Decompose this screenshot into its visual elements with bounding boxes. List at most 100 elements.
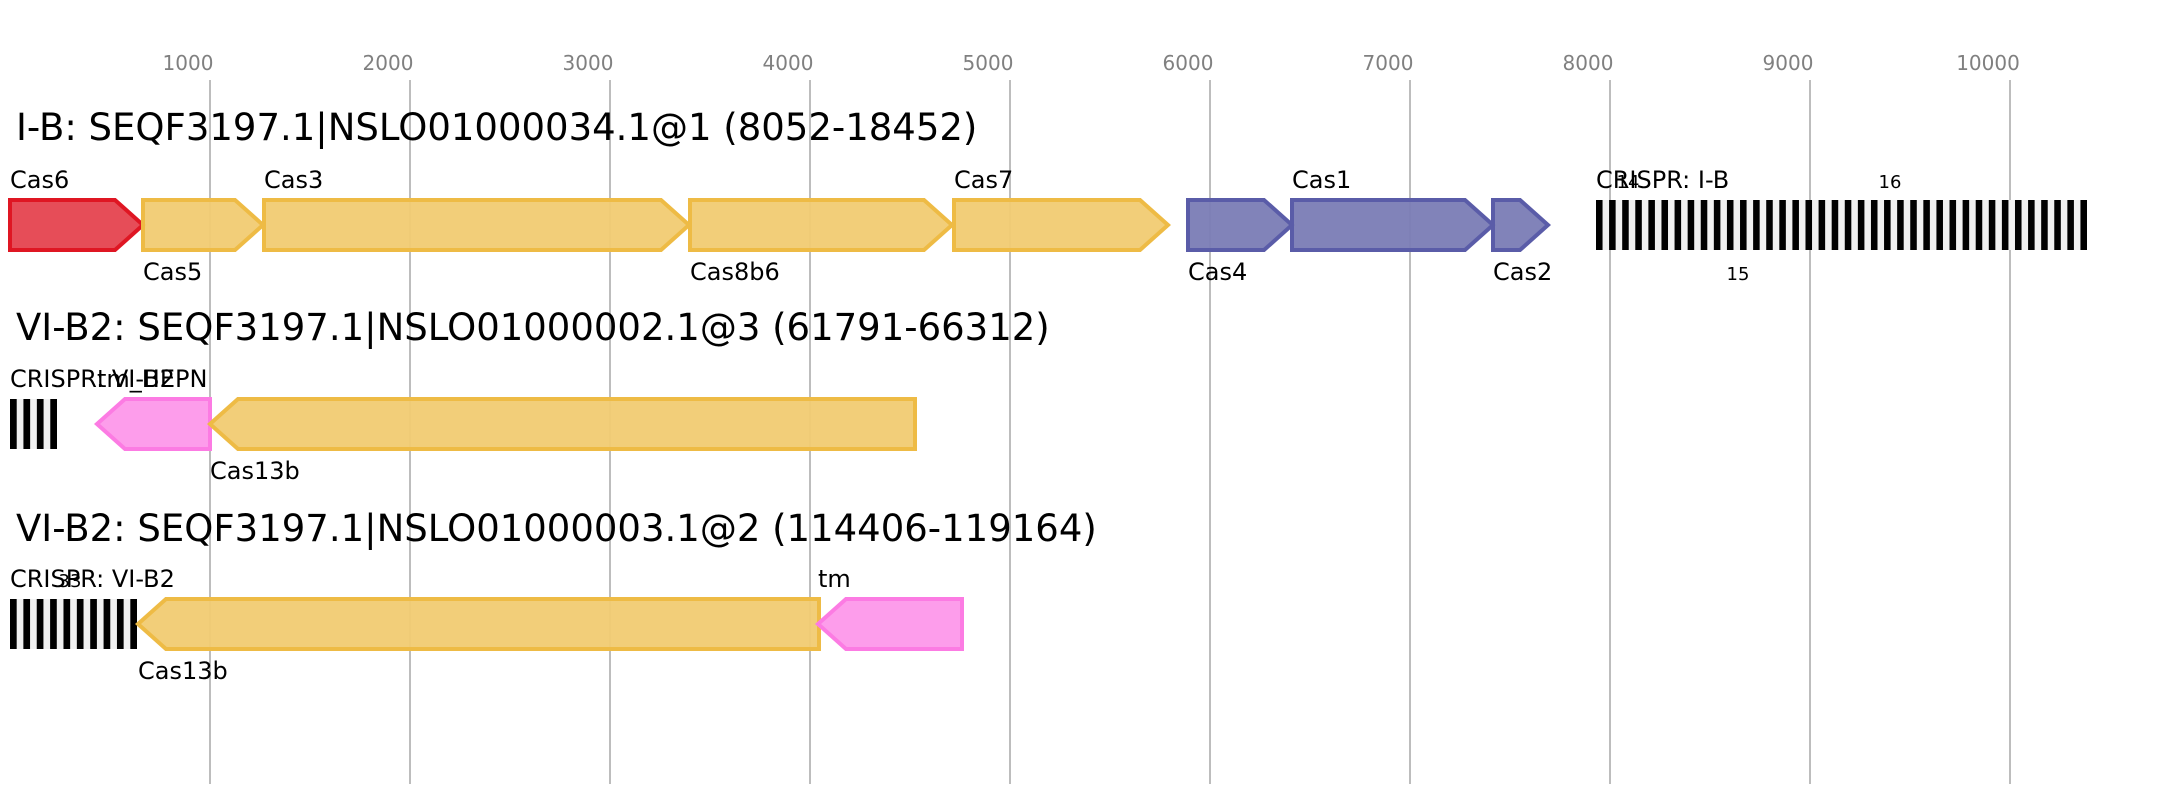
crispr-repeat bbox=[1700, 200, 1708, 250]
gene-arrow-cas4[interactable] bbox=[1186, 198, 1296, 252]
crispr-repeat bbox=[2041, 200, 2048, 250]
crispr-repeat bbox=[36, 599, 44, 649]
crispr-spacer-background bbox=[10, 599, 137, 649]
crispr-repeat bbox=[116, 599, 124, 649]
locus-title: VI-B2: SEQF3197.1|NSLO01000003.1@2 (1144… bbox=[16, 507, 1097, 550]
gene-arrow-cas13b[interactable] bbox=[206, 397, 917, 451]
locus-title: VI-B2: SEQF3197.1|NSLO01000002.1@3 (6179… bbox=[16, 306, 1050, 349]
crispr-repeat bbox=[10, 399, 17, 449]
crispr-spacer-background bbox=[1596, 200, 2087, 250]
tick-label: 7000 bbox=[1363, 51, 1414, 75]
crispr-repeat bbox=[1596, 200, 1603, 250]
crispr-repeat bbox=[23, 399, 31, 449]
crispr-repeat bbox=[1962, 200, 1970, 250]
gene-arrow-cas8b6[interactable] bbox=[688, 198, 956, 252]
locus-track: VI-B2: SEQF3197.1|NSLO01000002.1@3 (6179… bbox=[10, 306, 1050, 485]
gene-arrow-tm[interactable] bbox=[814, 597, 964, 651]
gene-label: Cas6 bbox=[10, 166, 69, 194]
tick-label: 5000 bbox=[963, 51, 1014, 75]
gene-label: tm bbox=[818, 565, 851, 593]
tick-label: 2000 bbox=[363, 51, 414, 75]
gene-label: Cas5 bbox=[143, 258, 202, 286]
tick-label: 4000 bbox=[763, 51, 814, 75]
crispr-repeat bbox=[1779, 200, 1786, 250]
gene-label: Cas7 bbox=[954, 166, 1013, 194]
crispr-repeat bbox=[63, 599, 71, 649]
crispr-repeat bbox=[76, 599, 84, 649]
crispr-repeat bbox=[1674, 200, 1682, 250]
crispr-repeat bbox=[1622, 200, 1629, 250]
crispr-repeat bbox=[23, 599, 31, 649]
crispr-repeat bbox=[1831, 200, 1839, 250]
crispr-label: CRISPR: I-B bbox=[1596, 166, 1729, 194]
spacer-count-label: 14 bbox=[1617, 172, 1640, 193]
crispr-repeat bbox=[1609, 200, 1616, 250]
crispr-repeat bbox=[1805, 200, 1813, 250]
gene-label: Cas1 bbox=[1292, 166, 1351, 194]
crispr-repeat bbox=[103, 599, 111, 649]
crispr-repeat bbox=[130, 599, 137, 649]
crispr-repeat bbox=[2001, 200, 2009, 250]
crispr-repeat bbox=[36, 399, 44, 449]
crispr-repeat bbox=[1897, 200, 1904, 250]
crispr-repeat bbox=[2054, 200, 2061, 250]
crispr-repeat bbox=[1975, 200, 1983, 250]
crispr-array[interactable] bbox=[1596, 200, 2087, 250]
gene-label: Cas2 bbox=[1493, 258, 1552, 286]
crispr-repeat bbox=[1687, 200, 1695, 250]
crispr-repeat bbox=[1988, 200, 1996, 250]
locus-track: I-B: SEQF3197.1|NSLO01000034.1@1 (8052-1… bbox=[8, 106, 2087, 286]
crispr-repeat bbox=[1910, 200, 1917, 250]
crispr-repeat bbox=[2080, 200, 2087, 250]
crispr-array[interactable] bbox=[10, 599, 137, 649]
locus-track: VI-B2: SEQF3197.1|NSLO01000003.1@2 (1144… bbox=[10, 507, 1097, 685]
tick-label: 3000 bbox=[563, 51, 614, 75]
crispr-repeat bbox=[1844, 200, 1852, 250]
crispr-repeat bbox=[2028, 200, 2035, 250]
tick-label: 10000 bbox=[1956, 51, 2020, 75]
crispr-repeat bbox=[1648, 200, 1655, 250]
gene-arrow-cas2[interactable] bbox=[1491, 198, 1552, 252]
crispr-repeat bbox=[1949, 200, 1957, 250]
gene-arrow-cas13b[interactable] bbox=[134, 597, 821, 651]
spacer-count-label: 33 bbox=[59, 571, 82, 592]
gene-label: Cas8b6 bbox=[690, 258, 780, 286]
crispr-label: CRISPR: VI-B2 bbox=[10, 365, 175, 393]
gene-label: Cas13b bbox=[138, 657, 228, 685]
crispr-repeat bbox=[1870, 200, 1878, 250]
crispr-repeat bbox=[1635, 200, 1642, 250]
crispr-repeat bbox=[1726, 200, 1734, 250]
locus-title: I-B: SEQF3197.1|NSLO01000034.1@1 (8052-1… bbox=[16, 106, 977, 149]
gene-arrow-cas7[interactable] bbox=[952, 198, 1172, 252]
crispr-repeat bbox=[1792, 200, 1799, 250]
gene-arrow-cas1[interactable] bbox=[1290, 198, 1497, 252]
gene-label: Cas3 bbox=[264, 166, 323, 194]
crispr-repeat bbox=[1713, 200, 1721, 250]
tick-label: 9000 bbox=[1763, 51, 1814, 75]
crispr-repeat bbox=[1740, 200, 1747, 250]
crispr-label: CRISPR: VI-B2 bbox=[10, 565, 175, 593]
crispr-repeat bbox=[1766, 200, 1773, 250]
crispr-repeat bbox=[1857, 200, 1865, 250]
crispr-array[interactable] bbox=[10, 399, 57, 449]
gene-arrow-tm-hepn[interactable] bbox=[93, 397, 212, 451]
crispr-repeat bbox=[1753, 200, 1760, 250]
crispr-repeat bbox=[1936, 200, 1943, 250]
gene-arrow-cas3[interactable] bbox=[262, 198, 693, 252]
crispr-repeat bbox=[2067, 200, 2074, 250]
locus-tracks: I-B: SEQF3197.1|NSLO01000034.1@1 (8052-1… bbox=[8, 106, 2087, 685]
crispr-repeat bbox=[1818, 200, 1826, 250]
crispr-repeat bbox=[2014, 200, 2022, 250]
spacer-count-label: 15 bbox=[1727, 264, 1750, 285]
gene-label: Cas13b bbox=[210, 457, 300, 485]
gene-arrow-cas6[interactable] bbox=[8, 198, 147, 252]
gene-arrow-cas5[interactable] bbox=[141, 198, 267, 252]
crispr-repeat bbox=[1923, 200, 1930, 250]
crispr-repeat bbox=[50, 599, 57, 649]
tick-label: 8000 bbox=[1563, 51, 1614, 75]
gene-label: Cas4 bbox=[1188, 258, 1247, 286]
crispr-repeat bbox=[1884, 200, 1891, 250]
tick-label: 6000 bbox=[1163, 51, 1214, 75]
spacer-count-label: 16 bbox=[1879, 172, 1902, 193]
